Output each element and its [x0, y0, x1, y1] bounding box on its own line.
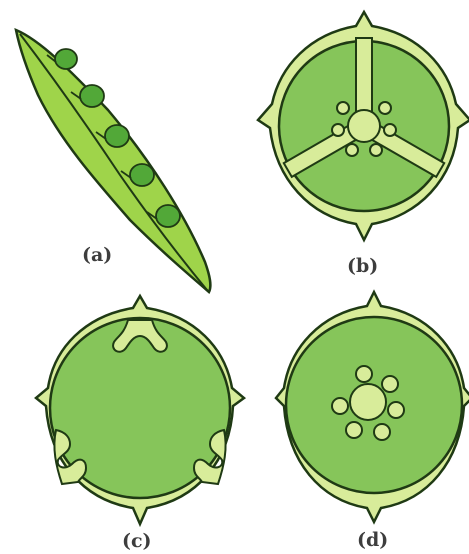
ovule [379, 102, 391, 114]
ovule [388, 402, 404, 418]
label-c: (c) [122, 530, 152, 552]
seed [130, 164, 154, 186]
ovule [382, 376, 398, 392]
panel-a-marginal: (a) [16, 30, 210, 292]
ovule [346, 144, 358, 156]
ovule [337, 102, 349, 114]
label-b: (b) [347, 255, 378, 277]
ovule [346, 422, 362, 438]
panel-c-parietal: (c) [36, 296, 244, 552]
ovule [384, 124, 396, 136]
seed [105, 125, 129, 147]
ovule [332, 124, 344, 136]
panel-d-free-central: (d) [276, 292, 469, 551]
ovule [370, 144, 382, 156]
label-d: (d) [357, 529, 388, 551]
seed [80, 85, 104, 107]
seed [55, 49, 77, 69]
placenta-axis-fill [350, 112, 378, 140]
panel-b-axile: (b) [258, 12, 469, 277]
ovule [356, 366, 372, 382]
ovule [332, 398, 348, 414]
label-a: (a) [82, 244, 112, 266]
ovule [374, 424, 390, 440]
seed [156, 205, 180, 227]
central-placenta-fill [352, 386, 384, 418]
